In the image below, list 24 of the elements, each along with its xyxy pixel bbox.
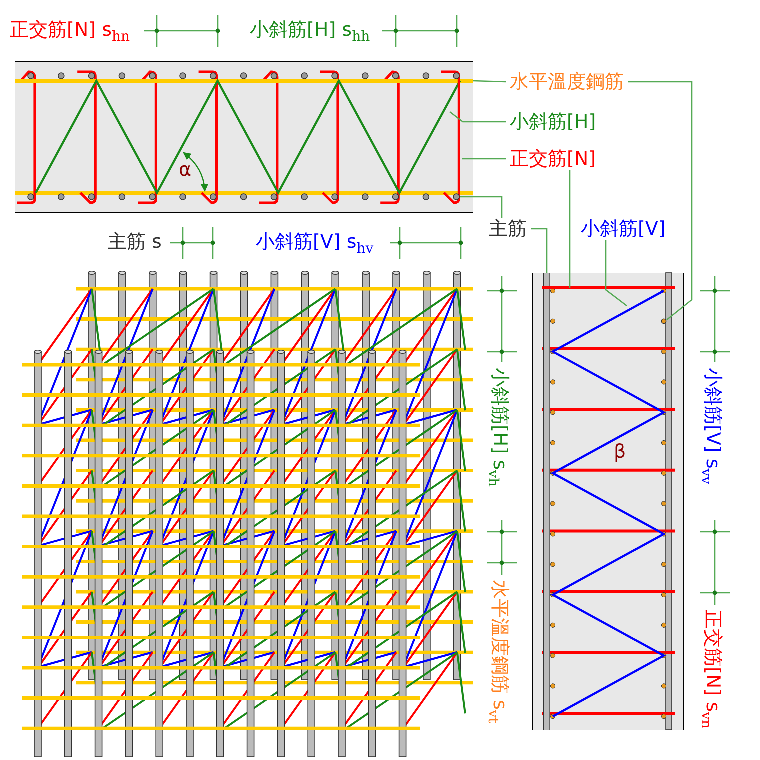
- rebar: [544, 273, 550, 730]
- angle-label: α: [179, 159, 192, 181]
- callout-label: 小斜筋[V]: [581, 218, 666, 240]
- diagonal-rebar: [550, 290, 666, 718]
- callout-label: 水平溫度鋼筋: [510, 71, 624, 93]
- callout-label: 正交筋[N]: [510, 148, 596, 170]
- leader-line: [462, 158, 506, 160]
- rebar: [15, 79, 473, 83]
- angle-label: β: [614, 441, 626, 463]
- dimension-label: 小斜筋[H] s$_{hh}$: [250, 19, 370, 47]
- callout-label: 主筋: [489, 218, 527, 240]
- leader-line: [531, 228, 548, 273]
- leader-line: [569, 170, 571, 288]
- dimension-label: 小斜筋[V] s$_{hv}$: [256, 231, 374, 259]
- leader-line: [450, 111, 506, 123]
- dimension-label: 正交筋[N] s$_{hn}$: [10, 19, 130, 47]
- leader-line: [605, 240, 628, 307]
- leader-line: [472, 80, 506, 83]
- callout-label: 小斜筋[H]: [510, 111, 596, 133]
- dimension-label: 主筋 s: [108, 231, 162, 253]
- rebar: [542, 286, 675, 290]
- leader-line: [460, 196, 503, 218]
- stirrup: [441, 70, 460, 204]
- leader-line: [628, 81, 693, 320]
